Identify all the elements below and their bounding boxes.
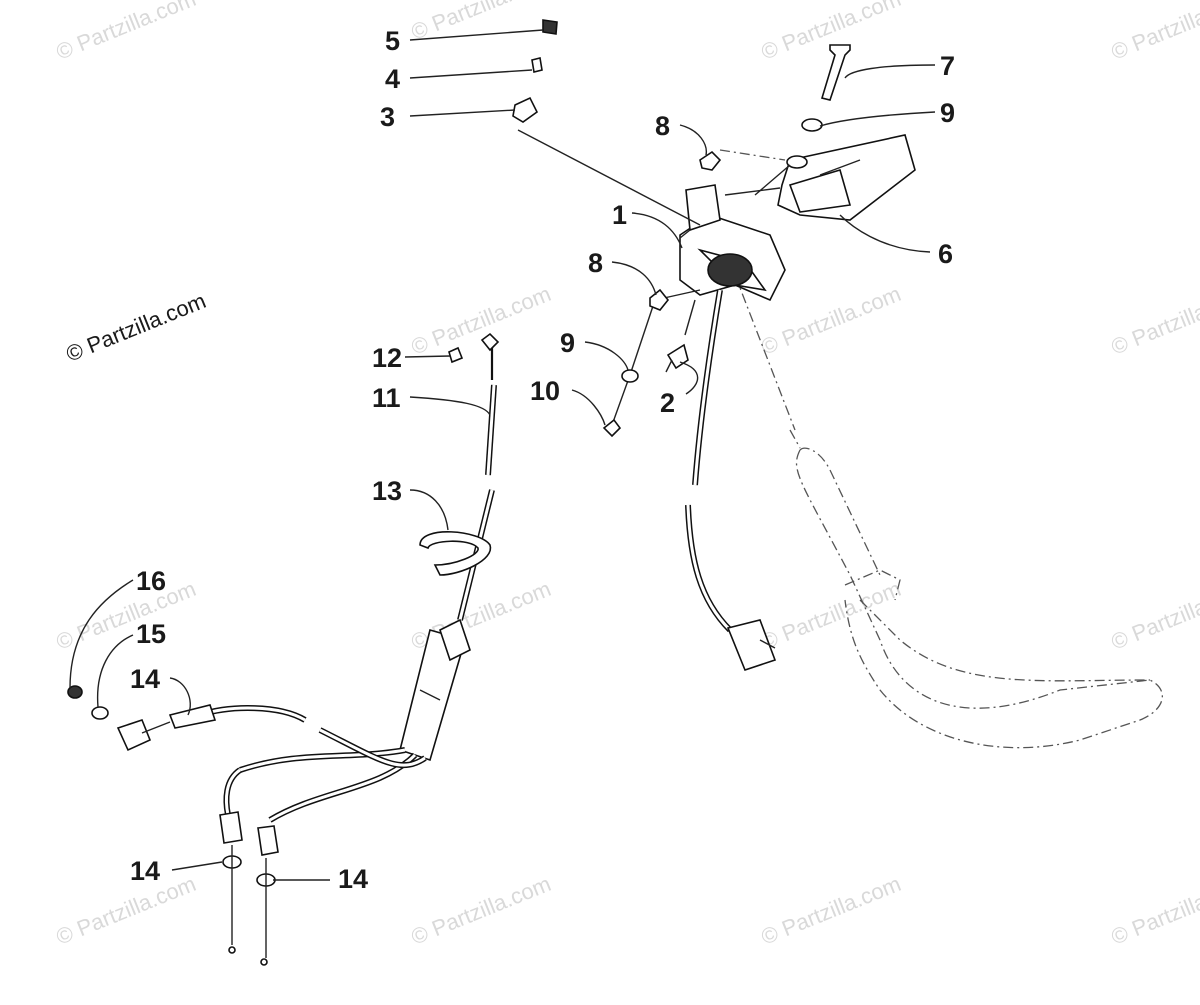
watermark: © Partzilla.com [1108, 871, 1200, 950]
output-cables [199, 705, 427, 823]
left-cable-end [67, 685, 217, 752]
callout-9-top: 9 [940, 98, 955, 128]
callout-14-bottom-right: 14 [338, 864, 368, 894]
callout-6: 6 [938, 239, 953, 269]
adjuster-right [256, 825, 279, 966]
callout-8-top: 8 [655, 111, 670, 141]
adjuster-left [219, 811, 243, 954]
watermark: © Partzilla.com [53, 576, 200, 655]
callout-11: 11 [372, 383, 401, 413]
watermark: © Partzilla.com [758, 576, 905, 655]
bolt-7 [786, 44, 851, 169]
watermark: © Partzilla.com [1108, 576, 1200, 655]
callout-15: 15 [136, 619, 166, 649]
watermark: © Partzilla.com [1108, 0, 1200, 65]
callout-10: 10 [530, 376, 560, 406]
callout-3: 3 [380, 102, 395, 132]
callout-1: 1 [612, 200, 627, 230]
callout-5: 5 [385, 26, 400, 56]
callout-labels: 5 4 3 7 9 8 1 6 8 9 10 2 12 11 13 16 15 … [130, 26, 955, 894]
callout-13: 13 [372, 476, 402, 506]
callout-14-bottom-left: 14 [130, 856, 160, 886]
watermark: © Partzilla.com [758, 871, 905, 950]
watermark: © Partzilla.com [408, 281, 555, 360]
watermark: © Partzilla.com [758, 281, 905, 360]
housing-cable [685, 289, 777, 671]
small-hardware [602, 150, 722, 438]
throttle-housing [679, 184, 786, 302]
callout-14-left: 14 [130, 664, 160, 694]
callout-12: 12 [372, 343, 402, 373]
throttle-lever [777, 134, 916, 221]
leader-lines [69, 29, 936, 881]
callout-16: 16 [136, 566, 166, 596]
watermark: © Partzilla.com [1108, 281, 1200, 360]
watermark: © Partzilla.com [53, 0, 200, 65]
callout-8-mid: 8 [588, 248, 603, 278]
connector-lines [611, 149, 791, 426]
cable-junction [399, 618, 471, 762]
brand-watermark: © Partzilla.com [63, 288, 210, 367]
callout-4: 4 [385, 64, 400, 94]
callout-9-mid: 9 [560, 328, 575, 358]
handlebar-outline [734, 274, 1163, 749]
watermark: © Partzilla.com [758, 0, 905, 65]
watermark: © Partzilla.com [53, 871, 200, 950]
watermark: © Partzilla.com [408, 871, 555, 950]
callout-2: 2 [660, 388, 675, 418]
choke-cable [419, 332, 500, 621]
throttle-cable-top [512, 19, 701, 226]
callout-7: 7 [940, 51, 955, 81]
